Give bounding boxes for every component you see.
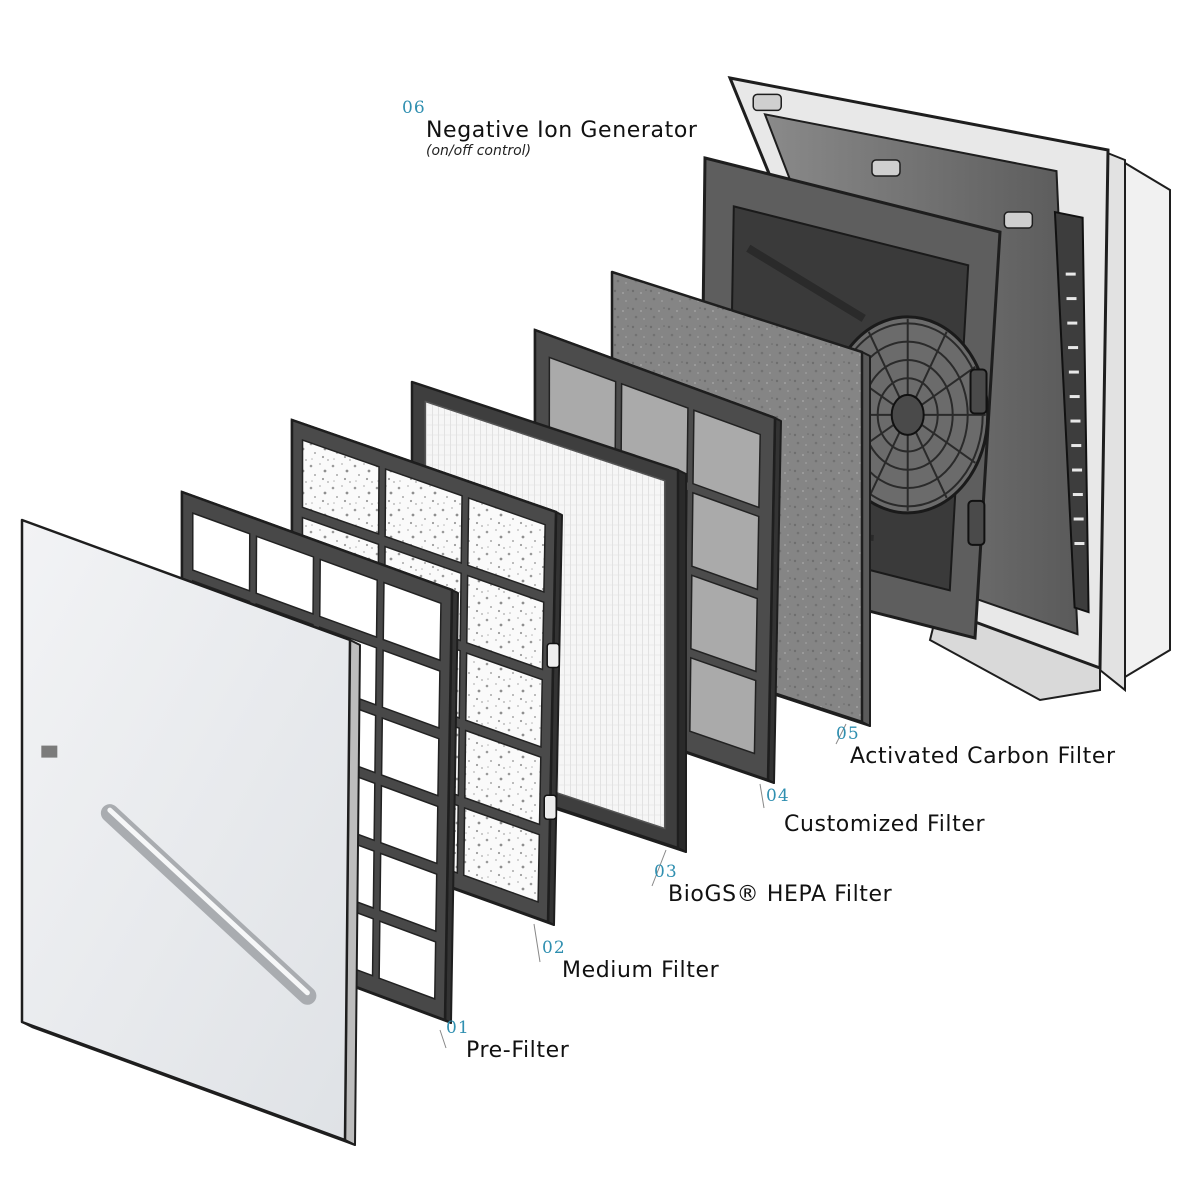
layer-05-number: 05 (836, 724, 1116, 744)
layer-06-name: Negative Ion Generator (426, 118, 698, 143)
control-indicator (1074, 542, 1084, 545)
casing-latch (872, 160, 900, 176)
layer-01-callout: 01 Pre-Filter (446, 1018, 569, 1063)
callout-leader (534, 924, 540, 962)
casing-latch (1004, 212, 1032, 228)
control-indicator (1074, 518, 1084, 521)
callout-leader (760, 784, 764, 808)
control-indicator (1069, 371, 1079, 374)
layer-04-name: Customized Filter (784, 812, 985, 837)
control-indicator (1068, 346, 1078, 349)
control-indicator (1073, 493, 1083, 496)
layer-01-number: 01 (446, 1018, 569, 1038)
layer-03-callout: 03 BioGS® HEPA Filter (654, 862, 892, 907)
filter-tab (544, 795, 556, 819)
bezel-clip (968, 501, 984, 545)
casing-latch (753, 94, 781, 110)
control-indicator (1071, 444, 1081, 447)
control-indicator (1066, 273, 1076, 276)
fan-hub (892, 395, 924, 435)
cover-logo-mark (41, 746, 57, 758)
control-indicator (1070, 395, 1080, 398)
layer-05-name: Activated Carbon Filter (850, 744, 1116, 769)
layer-05-callout: 05 Activated Carbon Filter (836, 724, 1116, 769)
layer-04-callout: 04 Customized Filter (766, 786, 985, 837)
layer-06-number: 06 (402, 98, 698, 118)
layer-02-name: Medium Filter (562, 958, 719, 983)
layer-04-number: 04 (766, 786, 985, 806)
control-indicator (1066, 297, 1076, 300)
control-indicator (1072, 469, 1082, 472)
filter-tab (547, 644, 559, 668)
control-indicator (1070, 420, 1080, 423)
layer-02-number: 02 (542, 938, 719, 958)
layer-01-name: Pre-Filter (466, 1038, 569, 1063)
control-indicator (1067, 322, 1077, 325)
layer-06-callout: 06 Negative Ion Generator (on/off contro… (402, 98, 698, 159)
layer-02-callout: 02 Medium Filter (542, 938, 719, 983)
layer-03-number: 03 (654, 862, 892, 882)
layer-03-name: BioGS® HEPA Filter (668, 882, 892, 907)
body-side (1120, 160, 1170, 680)
bezel-clip (971, 370, 987, 414)
layer-06-note: (on/off control) (426, 143, 698, 159)
